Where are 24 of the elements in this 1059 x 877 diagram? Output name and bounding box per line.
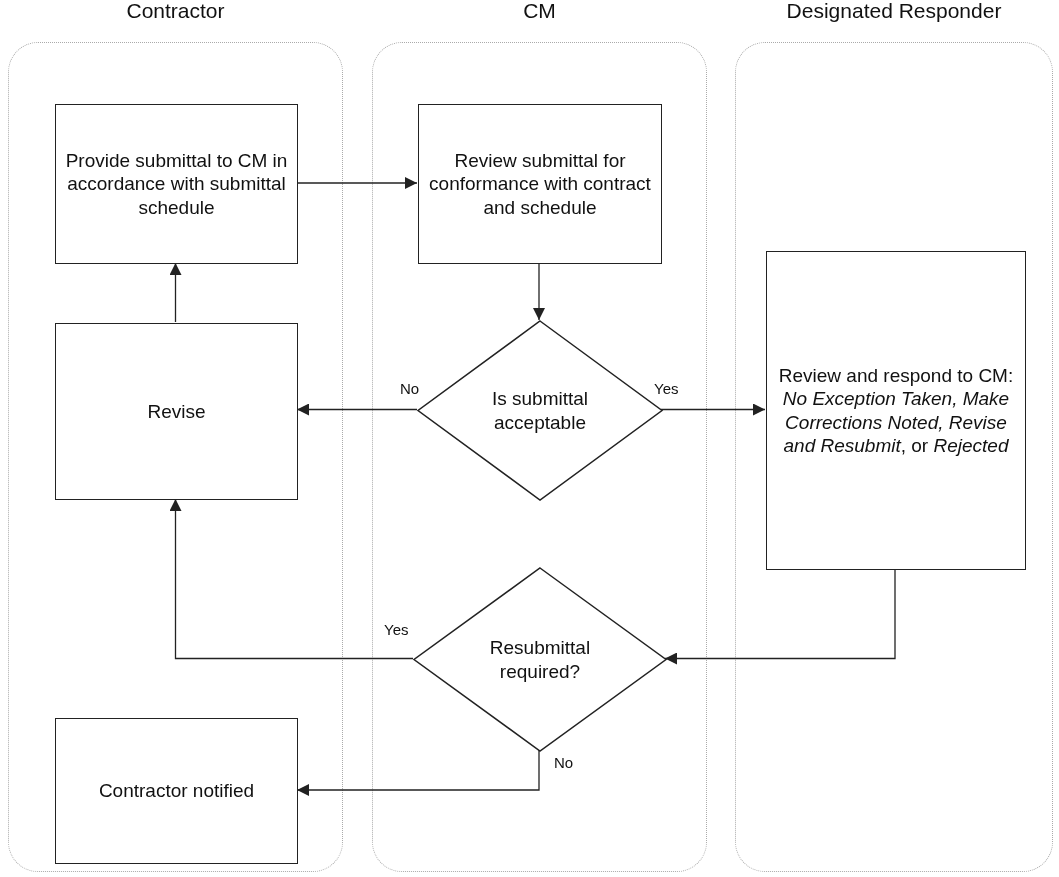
arrow xyxy=(533,262,545,321)
arrow xyxy=(664,568,896,665)
node-text: Revise xyxy=(147,399,206,424)
arrow xyxy=(660,403,766,416)
lane-title: CM xyxy=(522,0,557,23)
process-box xyxy=(55,323,298,500)
arrow xyxy=(296,403,418,416)
process-box xyxy=(55,718,298,864)
lane-title: Designated Responder xyxy=(785,0,1003,23)
process-box xyxy=(418,104,662,264)
node-text: Review and respond to CM: No Exception Taken, Make Corrections Noted, Revise and Resubmit, or Rejected xyxy=(777,363,1015,458)
node-text: Resubmittal required? xyxy=(488,636,592,683)
node-text: Review submittal for conformance with contract and schedule xyxy=(428,148,652,220)
process-box xyxy=(766,251,1026,570)
process-box xyxy=(55,104,298,264)
node-text: Is submittal acceptable xyxy=(490,387,590,434)
arrow xyxy=(169,262,182,323)
arrow xyxy=(296,749,540,796)
lane-title: Contractor xyxy=(125,0,226,23)
node-text: Contractor notified xyxy=(98,779,255,803)
arrow xyxy=(296,177,418,189)
decision-diamond xyxy=(414,568,666,751)
node-text: Provide submittal to CM in accordance with submittal schedule xyxy=(64,148,289,220)
arrow xyxy=(169,498,414,660)
